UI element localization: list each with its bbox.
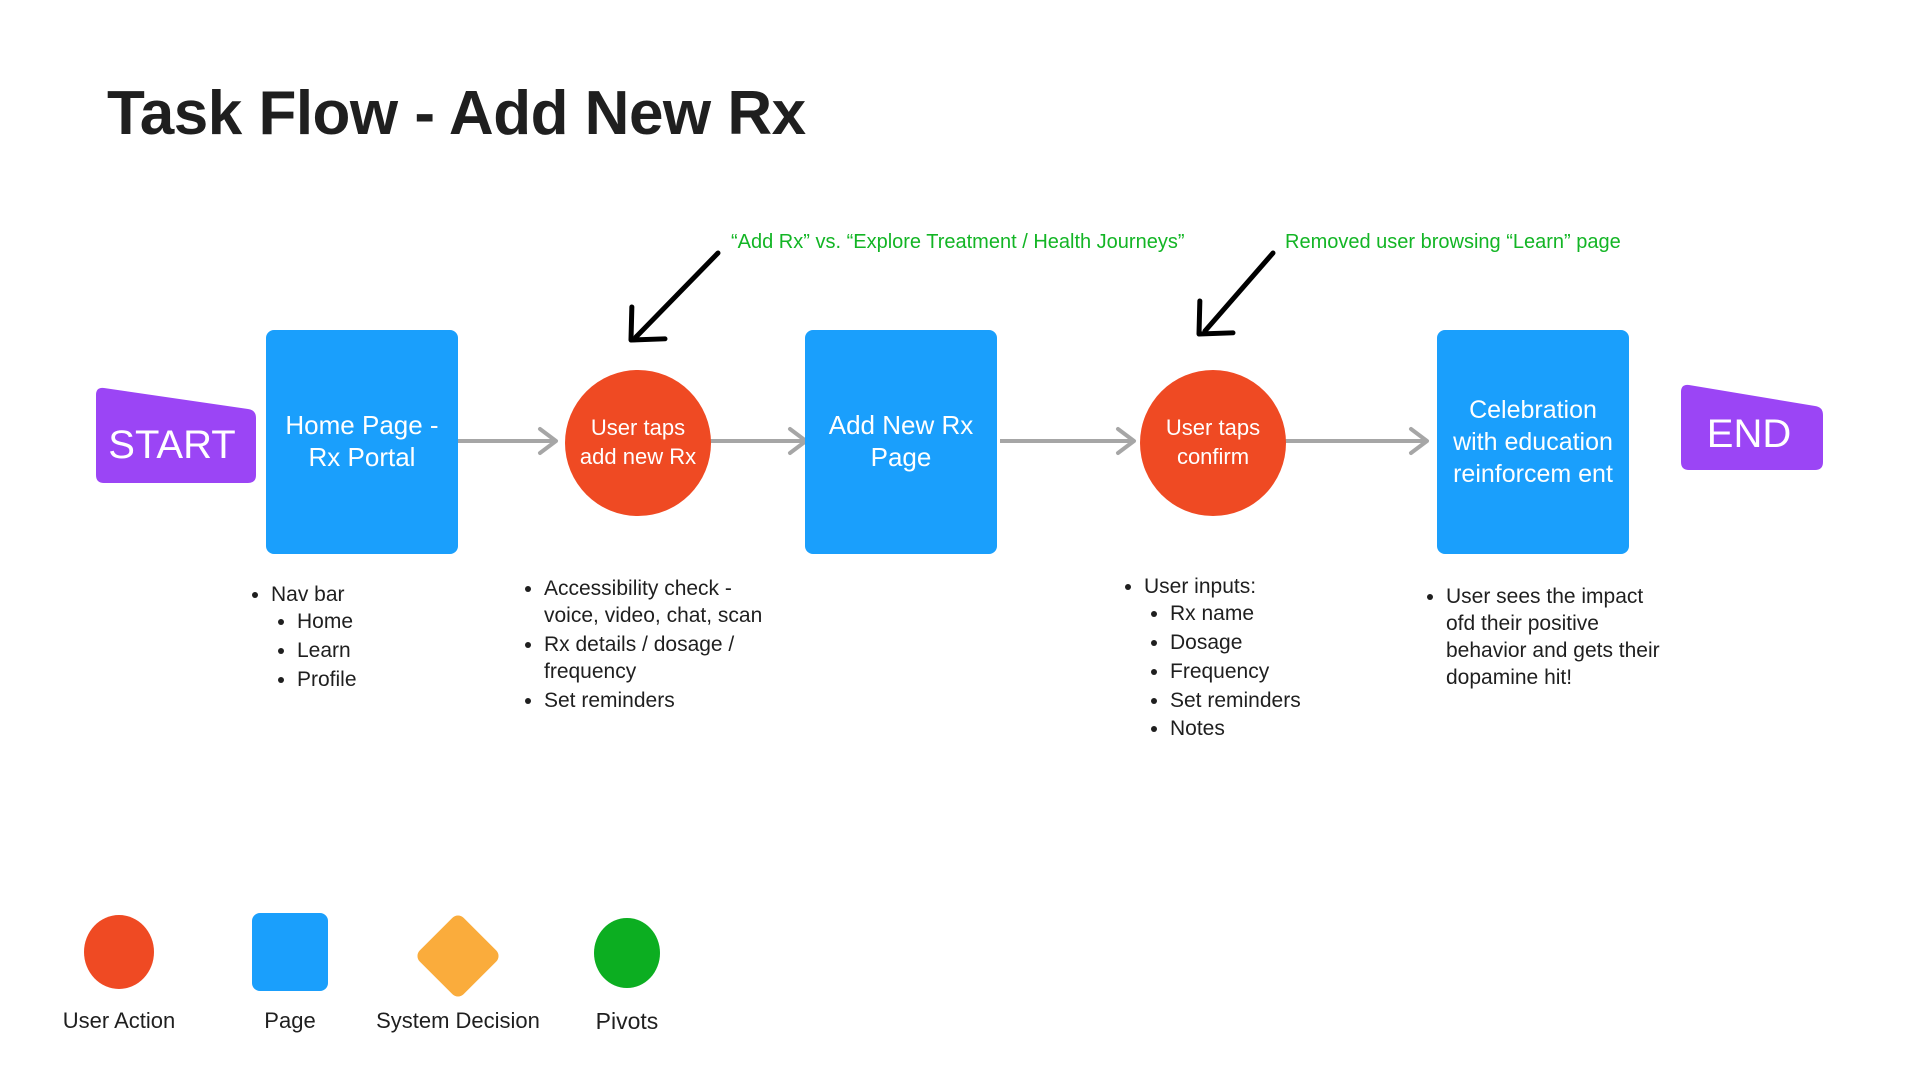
notes-celebration: User sees the impact ofd their positive … [1420,584,1665,694]
legend-item-user-action-label: User Action [62,1008,176,1033]
list-item: Set reminders [544,688,768,715]
start-pennant-shape [96,387,256,483]
list-item-label: Dosage [1170,630,1243,654]
notes-add-new-rx-action: Accessibility check - voice, video, chat… [518,576,768,716]
connector-add-rx-to-page [700,427,808,455]
list-item-label: Notes [1170,717,1225,741]
node-add-new-rx-page[interactable]: Add New Rx Page [805,330,997,554]
list-item-label: Learn [297,638,351,662]
list-item-label: User inputs: [1144,575,1257,598]
system-decision-diamond-icon [414,912,502,1000]
list-item: Notes [1170,716,1368,743]
list-item: Set reminders [1170,688,1368,715]
user-action-circle-icon [84,915,154,989]
node-end[interactable]: END [1675,382,1823,472]
list-item: Nav bar Home Learn Profile [271,582,475,694]
page-square-icon [252,913,328,991]
node-start[interactable]: START [88,385,256,485]
list-item-label: Accessibility check - voice, video, chat… [544,577,763,627]
notes-confirm-action-list: User inputs: Rx name Dosage Frequency Se… [1118,574,1368,743]
legend-item-system-decision-label: System Decision [376,1008,540,1033]
annotation-add-rx-vs-explore: “Add Rx” vs. “Explore Treatment / Health… [731,231,1185,253]
node-home-page-rx-portal-label: Home Page - Rx Portal [285,410,439,472]
annotation-removed-learn-browsing: Removed user browsing “Learn” page [1285,231,1621,253]
node-user-taps-add-new-rx-label: User taps add new Rx [579,415,697,469]
list-item: Profile [297,667,475,694]
legend-item-page-label: Page [264,1008,316,1033]
annotation-arrow-1-icon [628,250,721,343]
list-item: Rx name [1170,601,1368,628]
list-item-label: Profile [297,667,357,691]
legend-item-pivots-label: Pivots [595,1008,659,1034]
notes-celebration-list: User sees the impact ofd their positive … [1420,584,1665,692]
node-celebration-with-education-reinforcement[interactable]: Celebration with education reinforcem en… [1437,330,1629,554]
list-item-label: Set reminders [1170,688,1301,712]
connector-confirm-to-celebration [1283,427,1429,455]
notes-home-page: Nav bar Home Learn Profile [245,582,475,696]
node-home-page-rx-portal[interactable]: Home Page - Rx Portal [266,330,458,554]
list-item-label: Nav bar [271,583,345,606]
notes-confirm-action: User inputs: Rx name Dosage Frequency Se… [1118,574,1368,745]
connector-home-to-add-rx [458,427,558,455]
node-user-taps-confirm[interactable]: User taps confirm [1140,370,1286,516]
list-item: User sees the impact ofd their positive … [1446,584,1665,692]
annotation-arrow-2-icon [1196,250,1276,337]
end-pennant-shape [1681,384,1823,470]
notes-add-new-rx-action-list: Accessibility check - voice, video, chat… [518,576,768,714]
node-user-taps-add-new-rx[interactable]: User taps add new Rx [565,370,711,516]
list-item: Dosage [1170,630,1368,657]
list-item: Accessibility check - voice, video, chat… [544,576,768,630]
list-item-label: Rx name [1170,601,1255,625]
node-add-new-rx-page-label: Add New Rx Page [828,410,974,472]
pivots-circle-icon [594,918,660,988]
list-item-label: User sees the impact ofd their positive … [1446,585,1660,689]
page-title: Task Flow - Add New Rx [107,79,806,148]
list-item-label: Home [297,609,354,633]
connector-page-to-confirm [1000,427,1136,455]
notes-home-page-sublist: Home Learn Profile [271,609,475,694]
list-item-label: Frequency [1170,659,1270,683]
list-item: User inputs: Rx name Dosage Frequency Se… [1144,574,1368,743]
notes-home-page-list: Nav bar Home Learn Profile [245,582,475,694]
list-item-label: Rx details / dosage / frequency [544,632,735,683]
list-item: Rx details / dosage / frequency [544,632,768,686]
node-celebration-label: Celebration with education reinforcem en… [1453,396,1613,488]
node-user-taps-confirm-label: User taps confirm [1165,415,1261,469]
list-item: Learn [297,638,475,665]
list-item-label: Set reminders [544,688,675,712]
list-item: Frequency [1170,659,1368,686]
list-item: Home [297,609,475,636]
notes-confirm-action-sublist: Rx name Dosage Frequency Set reminders N… [1144,601,1368,743]
